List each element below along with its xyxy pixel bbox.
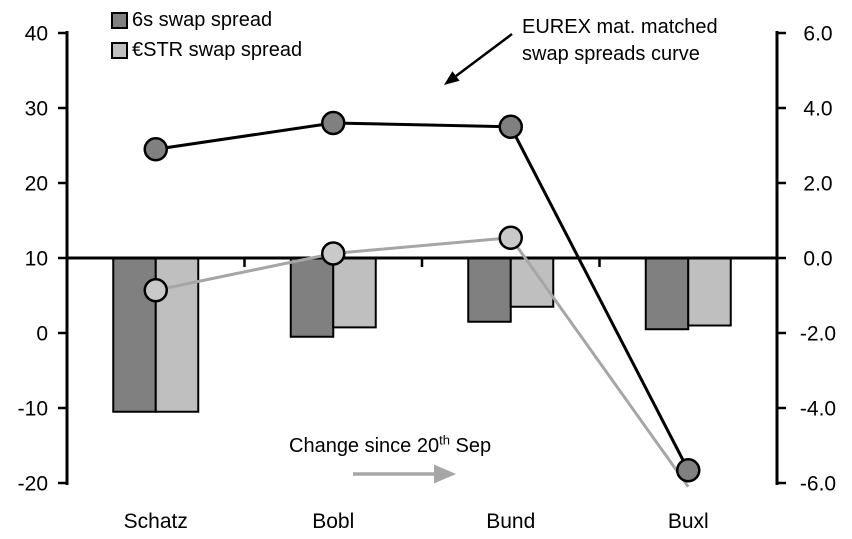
left-axis-label: -20 xyxy=(18,473,48,496)
legend: 6s swap spread €STR swap spread xyxy=(111,5,302,65)
marker-6s-schatz xyxy=(143,137,168,162)
series-line-estr xyxy=(155,236,690,488)
marker-estr-bund xyxy=(498,225,523,250)
right-axis-label: 6.0 xyxy=(803,23,832,46)
annotation-change-pre: Change since 20 xyxy=(289,435,440,457)
left-axis-label: 10 xyxy=(25,248,48,271)
left-axis-label: 30 xyxy=(25,98,48,121)
right-axis-label: -2.0 xyxy=(800,323,836,346)
left-axis-label: -10 xyxy=(18,398,48,421)
annotation-change-sup: th xyxy=(439,432,450,448)
right-axis-label: -6.0 xyxy=(800,473,836,496)
left-axis-label: 40 xyxy=(25,23,48,46)
left-axis-label: 0 xyxy=(36,323,48,346)
category-label-bobl: Bobl xyxy=(312,510,354,533)
category-label-buxl: Buxl xyxy=(668,510,709,533)
marker-6s-bund xyxy=(498,114,523,139)
bar-6s-bund xyxy=(467,257,512,323)
bar-estr-bobl xyxy=(332,257,377,329)
marker-estr-schatz xyxy=(143,278,168,303)
annotation-eurex-line1: EUREX mat. matched xyxy=(522,16,718,38)
legend-item-estr: €STR swap spread xyxy=(111,35,302,65)
legend-label-estr: €STR swap spread xyxy=(132,38,303,61)
legend-swatch-6s-icon xyxy=(111,11,128,29)
right-axis-label: 2.0 xyxy=(803,173,832,196)
annotation-change: Change since 20th Sep xyxy=(289,432,492,458)
marker-estr-bobl xyxy=(321,241,346,266)
right-axis-label: 4.0 xyxy=(803,98,832,121)
series-line-6s xyxy=(155,121,690,471)
marker-6s-buxl xyxy=(676,458,701,483)
legend-item-6s: 6s swap spread xyxy=(111,5,302,35)
legend-swatch-estr-icon xyxy=(111,41,128,59)
change-arrow-head-icon xyxy=(434,464,456,484)
category-label-schatz: Schatz xyxy=(124,510,188,533)
annotation-change-post: Sep xyxy=(449,435,492,457)
bar-6s-bobl xyxy=(289,257,335,338)
eurex-arrow-line xyxy=(455,33,513,77)
eurex-arrow-head-icon xyxy=(444,71,460,85)
bar-estr-buxl xyxy=(687,257,732,327)
marker-6s-bobl xyxy=(321,110,346,136)
right-axis-label: -4.0 xyxy=(800,398,836,421)
category-label-bund: Bund xyxy=(486,510,535,533)
annotation-eurex-line2: swap spreads curve xyxy=(522,43,700,65)
legend-label-6s: 6s swap spread xyxy=(132,8,273,31)
right-axis-label: 0.0 xyxy=(803,248,832,271)
left-axis-label: 20 xyxy=(25,173,48,196)
bar-6s-buxl xyxy=(644,257,690,331)
annotation-eurex: EUREX mat. matched swap spreads curve xyxy=(522,14,718,68)
